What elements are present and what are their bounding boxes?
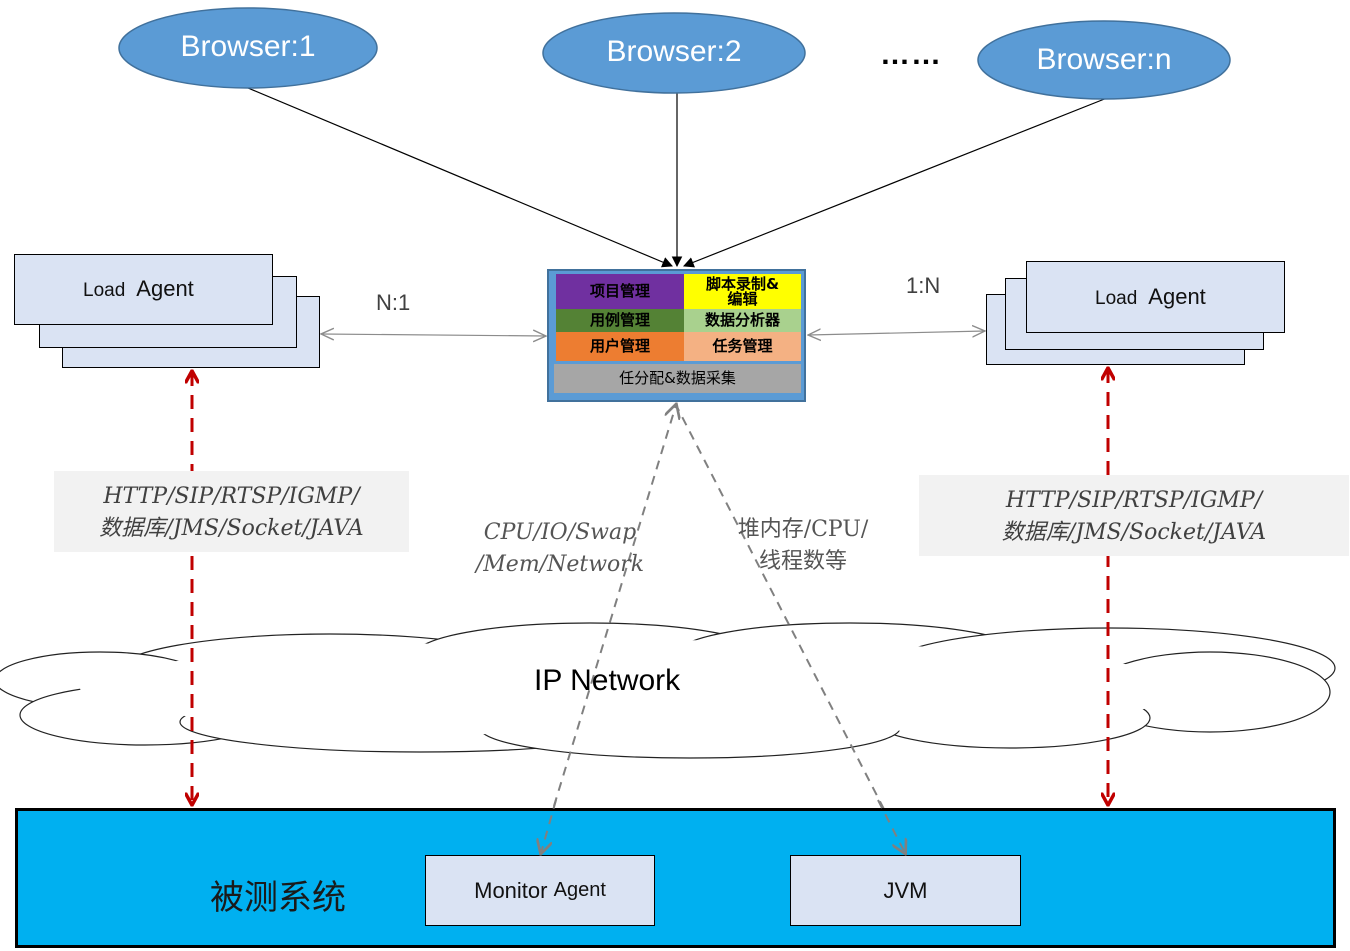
left-agent-controller-link: [321, 334, 546, 336]
project-management-cell[interactable]: 项目管理: [556, 274, 684, 309]
browser-n-label: Browser:n: [1036, 43, 1172, 76]
right-protocol-label: HTTP/SIP/RTSP/IGMP/ 数据库/JMS/Socket/JAVA: [919, 475, 1349, 556]
metric-line: CPU/IO/Swap: [483, 520, 637, 545]
protocol-line: 数据库/JMS/Socket/JAVA: [1001, 520, 1267, 545]
script-recording-cell[interactable]: 脚本录制&编辑: [684, 274, 801, 309]
browser1-connector: [247, 87, 673, 268]
os-monitor-arrow: [540, 405, 676, 852]
browser-1-node[interactable]: [118, 7, 378, 89]
browser-2-label: Browser:2: [606, 35, 742, 68]
metric-line: 堆内存/CPU/: [737, 517, 869, 542]
browsern-connector: [682, 97, 1108, 268]
right-agent-label: Load Agent: [1095, 284, 1206, 310]
left-agent-label: Load Agent: [83, 276, 194, 302]
ellipsis: ……: [880, 38, 942, 71]
os-metrics-label: CPU/IO/Swap /Mem/Network: [470, 517, 650, 581]
user-management-cell[interactable]: 用户管理: [556, 332, 684, 361]
browser-n-node[interactable]: [977, 20, 1231, 100]
jvm-monitor-arrow: [675, 404, 906, 852]
metric-line: 线程数等: [758, 549, 847, 574]
agent-label-word: Load: [83, 280, 126, 301]
task-dispatch-data-collection-cell[interactable]: 任分配&数据采集: [554, 364, 801, 393]
jvm-box[interactable]: JVM: [790, 855, 1021, 926]
jvm-label: JVM: [883, 877, 928, 903]
agent-card-front: [1026, 261, 1285, 333]
agent-label-word: Agent: [136, 276, 194, 301]
case-management-cell[interactable]: 用例管理: [556, 309, 684, 332]
task-management-cell[interactable]: 任务管理: [684, 332, 801, 361]
data-analyzer-cell[interactable]: 数据分析器: [684, 309, 801, 332]
agent-label-word: Load: [1095, 288, 1138, 309]
browser-2-node[interactable]: [542, 12, 806, 94]
right-ratio-label: 1:N: [906, 273, 941, 298]
system-under-test[interactable]: [15, 808, 1336, 948]
agent-label-word: Agent: [1148, 284, 1206, 309]
right-agent-controller-link: [808, 331, 985, 335]
protocol-line: HTTP/SIP/RTSP/IGMP/: [1005, 488, 1263, 513]
left-ratio-label: N:1: [376, 290, 411, 315]
monitor-agent-box[interactable]: Monitor Agent: [425, 855, 655, 926]
protocol-line: 数据库/JMS/Socket/JAVA: [99, 516, 364, 541]
system-under-test-title: 被测系统: [210, 878, 346, 918]
agent-card-front: [14, 254, 273, 325]
metric-line: /Mem/Network: [475, 552, 645, 577]
ip-network-label: IP Network: [534, 664, 681, 697]
monitor-agent-word: Monitor: [474, 877, 548, 903]
left-protocol-label: HTTP/SIP/RTSP/IGMP/ 数据库/JMS/Socket/JAVA: [54, 471, 409, 552]
protocol-line: HTTP/SIP/RTSP/IGMP/: [103, 484, 360, 509]
monitor-agent-word: Agent: [553, 879, 606, 901]
controller-server[interactable]: 项目管理 脚本录制&编辑 用例管理 数据分析器 用户管理 任务管理 任分配&数据…: [547, 269, 806, 402]
jvm-metrics-label: 堆内存/CPU/ 线程数等: [718, 514, 888, 578]
browser-1-label: Browser:1: [180, 30, 316, 63]
